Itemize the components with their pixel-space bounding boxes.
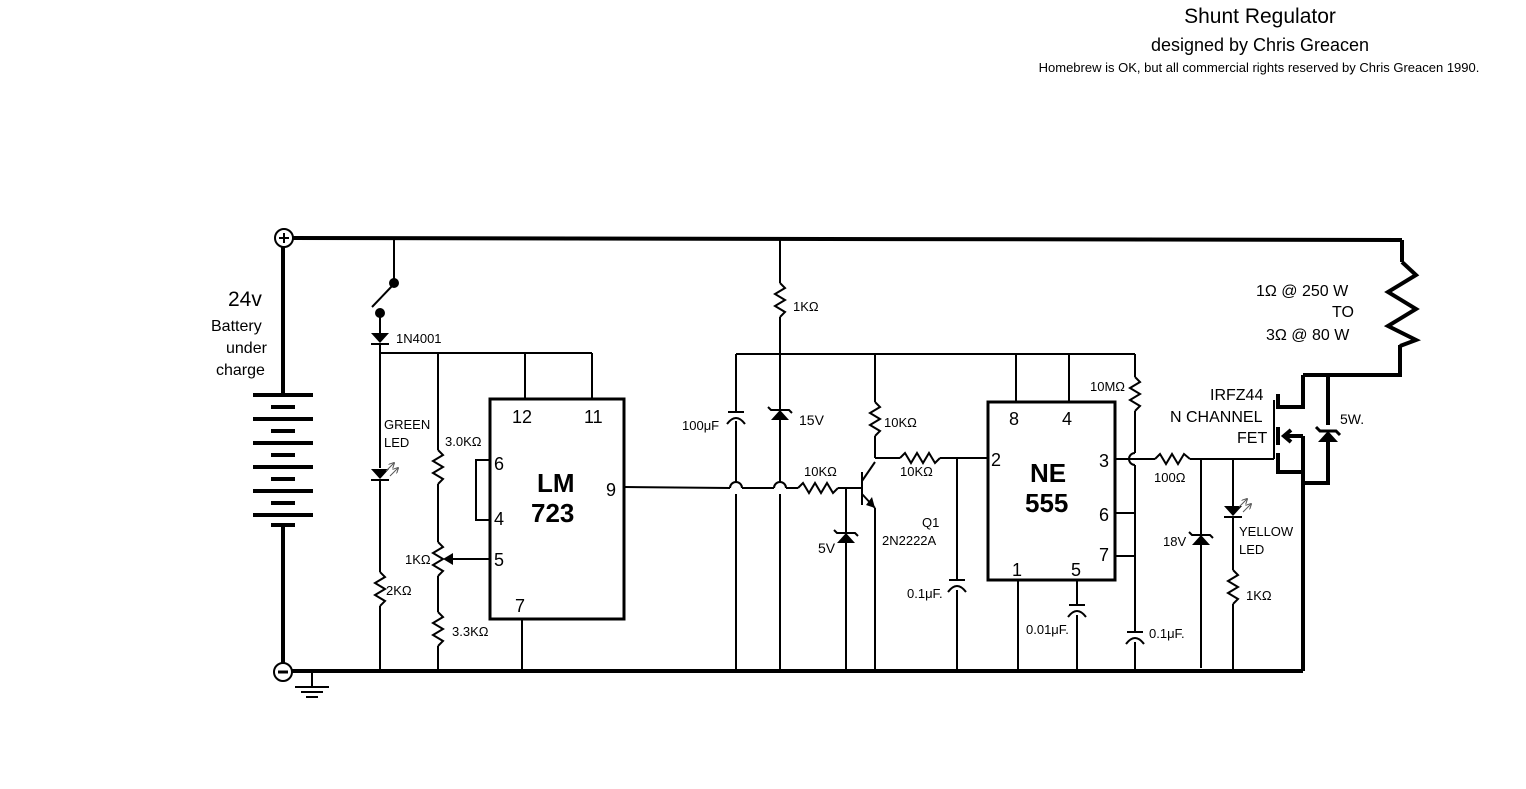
ground-icon xyxy=(295,671,329,698)
battery-voltage: 24v xyxy=(228,288,262,311)
resistor-1k-led-label: 1KΩ xyxy=(1246,588,1272,603)
battery-label-3: charge xyxy=(216,362,265,379)
zener-15v-label: 15V xyxy=(799,412,825,428)
ne555-pin-1: 1 xyxy=(1012,560,1022,580)
resistor-3k3-label: 3.3KΩ xyxy=(452,624,489,639)
resistor-10k-collector-label: 10KΩ xyxy=(884,415,917,430)
q1-part: 2N2222A xyxy=(882,533,937,548)
zener-5v-icon xyxy=(833,529,859,543)
lm723-pin-4: 4 xyxy=(494,509,504,529)
load-resistor-icon xyxy=(1383,260,1421,348)
battery-plus-terminal xyxy=(274,228,294,248)
diode-1n4001 xyxy=(371,333,389,345)
battery-label-2: under xyxy=(226,340,268,357)
load-label-3: 3Ω @ 80 W xyxy=(1266,327,1350,344)
ne555-name-2: 555 xyxy=(1025,488,1068,518)
capacitor-001uf-icon xyxy=(1067,604,1087,618)
resistor-10m-label: 10MΩ xyxy=(1090,379,1125,394)
fet-label-3: FET xyxy=(1237,430,1267,447)
ne555-pin-7: 7 xyxy=(1099,545,1109,565)
q1-collector-branch xyxy=(868,354,988,671)
resistor-1k-top-label: 1KΩ xyxy=(793,299,819,314)
ne555-pin-2: 2 xyxy=(991,450,1001,470)
capacitor-01uf-trigger-label: 0.1μF. xyxy=(907,586,943,601)
potentiometer-1k-label: 1KΩ xyxy=(405,552,431,567)
drain-source-wiring xyxy=(1303,345,1402,485)
lm723-output-wire xyxy=(623,481,862,495)
positive-rail xyxy=(291,236,1404,262)
resistor-10k-trigger-label: 10KΩ xyxy=(900,464,933,479)
zener-5w-label: 5W. xyxy=(1340,411,1364,427)
capacitor-100uf-label: 100μF xyxy=(682,418,719,433)
ne555-name-1: NE xyxy=(1030,458,1066,488)
yellow-led-label-1: YELLOW xyxy=(1239,524,1294,539)
copyright-notice: Homebrew is OK, but all commercial right… xyxy=(1038,60,1480,75)
fet-label-2: N CHANNEL xyxy=(1170,409,1263,426)
lm723-name-1: LM xyxy=(537,468,575,498)
lm723-pin-5: 5 xyxy=(494,550,504,570)
green-led-label-2: LED xyxy=(384,435,409,450)
lm723-pin-6: 6 xyxy=(494,454,504,474)
power-switch xyxy=(371,238,399,333)
battery-minus-terminal xyxy=(273,662,293,682)
ne555-pin-3: 3 xyxy=(1099,451,1109,471)
lm723-pin-7: 7 xyxy=(515,596,525,616)
battery-symbol xyxy=(253,247,313,663)
battery-label-1: Battery xyxy=(211,318,262,335)
resistor-3k0-label: 3.0KΩ xyxy=(445,434,482,449)
zener-18v-label: 18V xyxy=(1163,534,1186,549)
zener-5w-icon xyxy=(1314,425,1342,442)
capacitor-01uf-timing-icon xyxy=(1125,631,1145,645)
ne555-pin-5: 5 xyxy=(1071,560,1081,580)
green-led-branch xyxy=(373,353,387,671)
ne555-pin-6: 6 xyxy=(1099,505,1109,525)
green-led-icon xyxy=(371,463,398,481)
green-led-label-1: GREEN xyxy=(384,417,430,432)
ne555-pin-8: 8 xyxy=(1009,409,1019,429)
lm723-pin-9: 9 xyxy=(606,480,616,500)
fet-label-1: IRFZ44 xyxy=(1210,387,1263,404)
zener-18v-icon xyxy=(1188,531,1214,545)
potentiometer-wiper xyxy=(443,553,490,565)
zener-15v-icon xyxy=(767,406,793,420)
resistor-10k-base-label: 10KΩ xyxy=(804,464,837,479)
q1-name: Q1 xyxy=(922,515,939,530)
transistor-q1-icon xyxy=(861,461,876,671)
gate-protection-branch xyxy=(1200,400,1275,671)
capacitor-01uf-timing-label: 0.1μF. xyxy=(1149,626,1185,641)
lm723-pin-12: 12 xyxy=(512,407,532,427)
lm723-name-2: 723 xyxy=(531,498,574,528)
voltage-divider xyxy=(431,353,445,671)
resistor-2k-label: 2KΩ xyxy=(386,583,412,598)
ne555-chip xyxy=(986,400,1117,582)
zener-5v-label: 5V xyxy=(818,540,836,556)
load-label-2: TO xyxy=(1332,304,1354,321)
load-label-1: 1Ω @ 250 W xyxy=(1256,283,1349,300)
schematic-title: Shunt Regulator xyxy=(1184,5,1336,28)
capacitor-01uf-trigger-icon xyxy=(947,579,967,593)
diode-1n4001-label: 1N4001 xyxy=(396,331,442,346)
ne555-pin-4: 4 xyxy=(1062,409,1072,429)
mosfet-irfz44-icon xyxy=(1276,375,1305,480)
yellow-led-icon xyxy=(1224,499,1251,518)
lm723-pin6-pin4-link xyxy=(475,459,490,521)
lm723-chip xyxy=(488,397,626,621)
capacitor-001uf-label: 0.01μF. xyxy=(1026,622,1069,637)
schematic-subtitle: designed by Chris Greacen xyxy=(1150,35,1370,55)
lm723-pin-11: 11 xyxy=(584,407,603,427)
yellow-led-label-2: LED xyxy=(1239,542,1264,557)
resistor-100-label: 100Ω xyxy=(1154,470,1186,485)
capacitor-100uf-icon xyxy=(726,411,746,425)
lm723-supply-wire xyxy=(379,344,593,399)
